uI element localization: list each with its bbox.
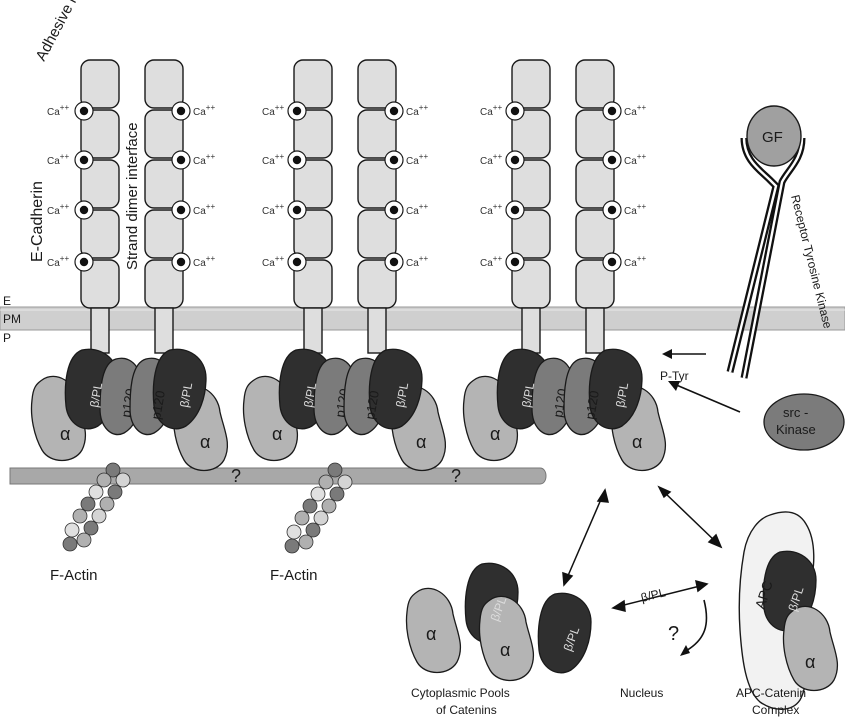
ca-label: Ca++: [262, 103, 284, 118]
plasma-membrane-label: PM: [3, 312, 21, 326]
beta-pl-free-label: β/PL: [639, 585, 667, 605]
cytoplasmic-label: P: [3, 331, 11, 345]
src-kinase-label: src -: [783, 405, 808, 420]
catenin-complex-1: α β/PL p120: [31, 349, 142, 460]
ca-label: Ca++: [193, 103, 215, 118]
catenin-complex-2: α p120 β/PL: [130, 349, 227, 470]
alpha-label: α: [426, 624, 436, 644]
f-actin-label: F-Actin: [270, 567, 318, 584]
e-cadherin-label: E-Cadherin: [29, 181, 46, 262]
question-mark: ?: [668, 623, 679, 645]
apc-catenin-complex: APC β/PL α: [739, 512, 837, 709]
ca-label: Ca++: [262, 202, 284, 217]
src-kinase-label: Kinase: [776, 422, 816, 437]
ca-label: Ca++: [624, 202, 646, 217]
ca-label: Ca++: [624, 103, 646, 118]
alpha-label: α: [500, 640, 510, 660]
p-tyr-label: P-Tyr: [660, 369, 689, 383]
nucleus-arrow: [684, 600, 707, 652]
receptor-tyrosine-kinase: [730, 138, 802, 378]
strand-dimer-interface-label: Strand dimer interface: [124, 122, 141, 270]
catenin-complex-3: α β/PL p120: [243, 349, 356, 460]
apc-complex-label: Complex: [752, 703, 799, 717]
ca-label: Ca++: [624, 152, 646, 167]
f-actin-label: F-Actin: [50, 567, 98, 584]
ca-label: Ca++: [262, 152, 284, 167]
ca-label: Ca++: [47, 103, 69, 118]
catenin-complex-4: α p120 β/PL: [344, 349, 445, 470]
ca-label: Ca++: [47, 152, 69, 167]
catenin-complex-5: α β/PL p120: [463, 349, 574, 460]
alpha-label: α: [805, 652, 815, 672]
src-arrow: [674, 384, 740, 412]
ca-label: Ca++: [406, 202, 428, 217]
alpha-label: α: [60, 424, 70, 444]
ca-label: Ca++: [193, 202, 215, 217]
alpha-label: α: [632, 432, 642, 452]
alpha-label: α: [272, 424, 282, 444]
question-mark: ?: [231, 466, 241, 486]
cytoplasmic-pools-label: Cytoplasmic Pools: [411, 686, 510, 700]
alpha-label: α: [416, 432, 426, 452]
apc-complex-label: APC-Catenin: [736, 686, 806, 700]
ca-label: Ca++: [193, 254, 215, 269]
ca-label: Ca++: [480, 254, 502, 269]
ca-label: Ca++: [480, 103, 502, 118]
actin-filament-bar: [10, 468, 546, 484]
cytoplasmic-pools-label: of Catenins: [436, 703, 497, 717]
ca-label: Ca++: [406, 152, 428, 167]
ca-label: Ca++: [480, 152, 502, 167]
gf-label: GF: [762, 129, 783, 146]
ca-label: Ca++: [624, 254, 646, 269]
catenin-complex-6: α p120 β/PL: [564, 349, 665, 470]
extracellular-label: E: [3, 294, 11, 308]
adhesive-interface-label: Adhesive interface: [33, 0, 106, 64]
ca-label: Ca++: [406, 103, 428, 118]
question-mark: ?: [451, 466, 461, 486]
ca-label: Ca++: [47, 202, 69, 217]
alpha-label: α: [490, 424, 500, 444]
ca-label: Ca++: [406, 254, 428, 269]
ca-label: Ca++: [262, 254, 284, 269]
nucleus-label: Nucleus: [620, 686, 663, 700]
ca-label: Ca++: [47, 254, 69, 269]
ca-label: Ca++: [480, 202, 502, 217]
alpha-label: α: [200, 432, 210, 452]
ca-label: Ca++: [193, 152, 215, 167]
